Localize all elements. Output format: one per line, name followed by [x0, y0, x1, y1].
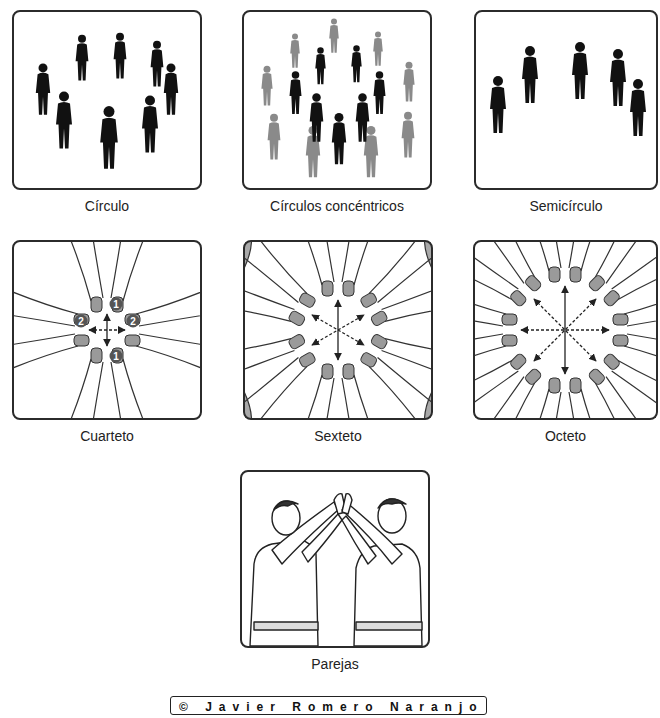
callout-number: 2 — [75, 315, 88, 328]
semicircle-panel: Semicírculo — [474, 10, 658, 216]
concentric-panel: Círculos concéntricos — [242, 10, 432, 216]
panel-caption: Cuarteto — [12, 428, 202, 444]
panel-caption: Semicírculo — [474, 198, 658, 214]
panel-frame — [243, 240, 433, 420]
panel-caption: Octeto — [473, 428, 658, 444]
hands-quartet — [14, 242, 200, 418]
panel-caption: Sexteto — [243, 428, 433, 444]
copyright-text: © Javier Romero Naranjo — [171, 699, 484, 714]
quartet-panel: Cuarteto — [12, 240, 202, 446]
pairs-panel: Parejas — [240, 470, 430, 674]
panel-frame — [474, 10, 658, 190]
panel-frame — [12, 240, 202, 420]
panel-caption: Círculos concéntricos — [242, 198, 432, 214]
hands-sextet — [245, 242, 431, 418]
people-semicircle — [476, 12, 656, 188]
panel-frame — [473, 240, 658, 420]
callout-number: 1 — [110, 298, 123, 311]
panel-caption: Parejas — [240, 656, 430, 672]
octet-panel: Octeto — [473, 240, 658, 446]
circle-panel: Círculo — [12, 10, 202, 216]
people-concentric — [244, 12, 430, 188]
sextet-panel: Sexteto — [243, 240, 433, 446]
people-circle — [14, 12, 200, 188]
callout-number: 2 — [127, 315, 140, 328]
panel-frame — [240, 470, 430, 648]
panel-caption: Círculo — [12, 198, 202, 214]
panel-frame — [242, 10, 432, 190]
callout-number: 1 — [110, 350, 123, 363]
pair-clapping — [242, 472, 428, 646]
copyright-box: © Javier Romero Naranjo — [170, 696, 487, 715]
panel-frame — [12, 10, 202, 190]
hands-octet — [475, 242, 656, 418]
